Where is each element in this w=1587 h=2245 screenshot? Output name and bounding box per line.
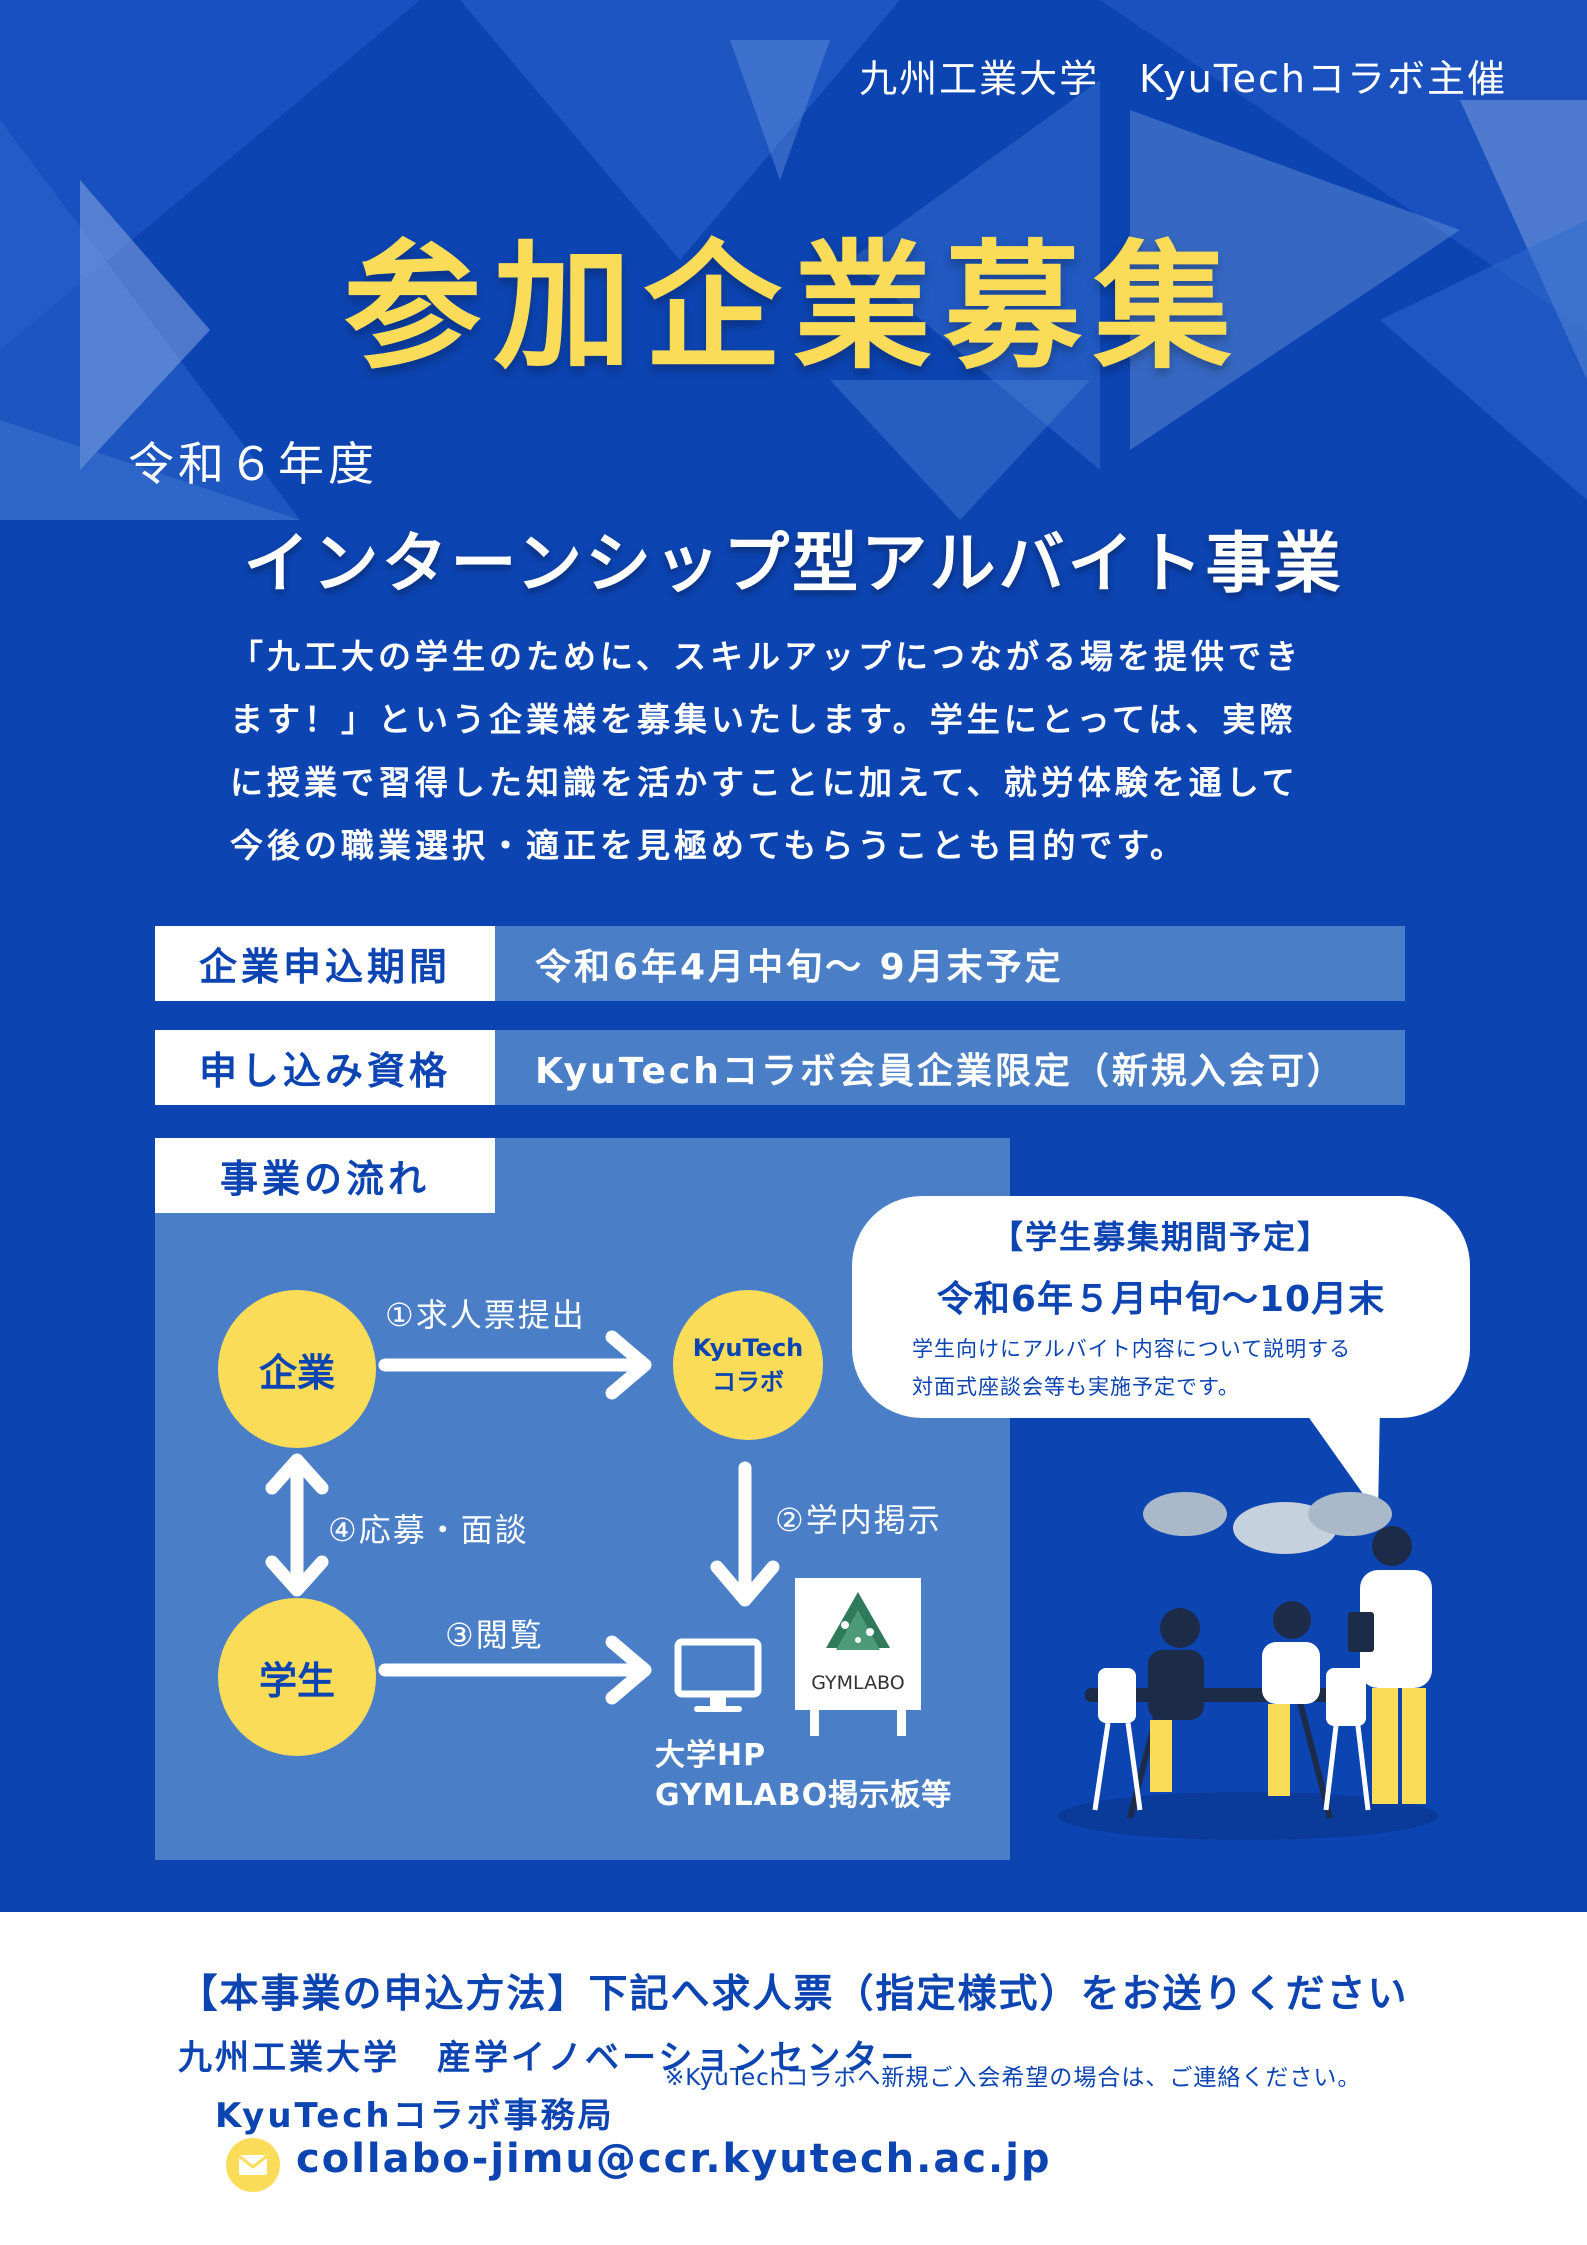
company-node: 企業 <box>218 1290 376 1448</box>
intro-line: ます！」という企業様を募集いたします。学生にとっては、実際 <box>230 700 1297 739</box>
arrow-right-icon <box>378 1635 652 1705</box>
application-method-title: 【本事業の申込方法】下記へ求人票（指定様式）をお送りください <box>178 1972 1409 2017</box>
bubble-tail <box>1300 1405 1380 1515</box>
double-arrow-icon <box>265 1453 329 1597</box>
application-period-value: 令和6年4月中旬〜 9月末予定 <box>495 926 1405 1001</box>
contact-email-link[interactable]: collabo-jimu@ccr.kyutech.ac.jp <box>296 2136 1052 2182</box>
bubble-note: 学生向けにアルバイト内容について説明する 対面式座談会等も実施予定です。 <box>912 1330 1351 1406</box>
bubble-title: 【学生募集期間予定】 <box>990 1218 1331 1256</box>
intro-line: 「九工大の学生のために、スキルアップにつながる場を提供でき <box>230 637 1303 676</box>
step-4-label: ④応募・面談 <box>328 1511 529 1549</box>
kyutech-collabo-node: KyuTech コラボ <box>673 1290 823 1440</box>
footer-section <box>0 1912 1587 2245</box>
project-name: インターンシップ型アルバイト事業 <box>243 525 1344 602</box>
qualification-label: 申し込み資格 <box>155 1030 495 1105</box>
mail-icon <box>226 2138 280 2192</box>
background-geometric-shapes <box>0 0 1587 520</box>
kyutech-node-line: コラボ <box>711 1368 784 1396</box>
fiscal-year: 令和６年度 <box>128 437 378 491</box>
organization-name: 九州工業大学 産学イノベーションセンター <box>178 2038 918 2078</box>
office-name: KyuTechコラボ事務局 <box>215 2096 615 2136</box>
arrow-down-icon <box>710 1461 780 1607</box>
kyutech-node-line: KyuTech <box>692 1334 804 1362</box>
posting-target-line: GYMLABO掲示板等 <box>655 1778 953 1813</box>
intro-text: 「九工大の学生のために、スキルアップにつながる場を提供でき ます！」という企業様… <box>230 625 1380 877</box>
qualification-value: KyuTechコラボ会員企業限定（新規入会可） <box>495 1030 1405 1105</box>
application-period-row: 企業申込期間 令和6年4月中旬〜 9月末予定 <box>155 926 1405 1001</box>
people-meeting-illustration <box>1058 1492 1438 1840</box>
membership-note: ※KyuTechコラボへ新規ご入会希望の場合は、ご連絡ください。 <box>665 2065 1362 2091</box>
organizer-text: 九州工業大学 KyuTechコラボ主催 <box>859 57 1507 101</box>
arrow-right-icon <box>378 1330 652 1400</box>
posting-targets: 大学HP GYMLABO掲示板等 <box>655 1736 952 1816</box>
qualification-row: 申し込み資格 KyuTechコラボ会員企業限定（新規入会可） <box>155 1030 1405 1105</box>
gymlabo-board-icon <box>795 1578 921 1736</box>
main-title: 参加企業募集 <box>343 227 1244 388</box>
student-recruitment-bubble <box>852 1196 1470 1418</box>
bubble-note-line: 学生向けにアルバイト内容について説明する <box>912 1337 1352 1361</box>
step-2-label: ②学内掲示 <box>775 1501 942 1539</box>
step-3-label: ③閲覧 <box>445 1616 544 1654</box>
posting-target-line: 大学HP <box>655 1738 767 1773</box>
student-node: 学生 <box>218 1598 376 1756</box>
bubble-note-line: 対面式座談会等も実施予定です。 <box>912 1375 1240 1399</box>
bubble-period: 令和6年５月中旬〜10月末 <box>936 1279 1386 1320</box>
computer-monitor-icon <box>674 1638 762 1712</box>
business-flow-title: 事業の流れ <box>155 1138 495 1213</box>
intro-line: に授業で習得した知識を活かすことに加えて、就労体験を通して <box>230 763 1299 802</box>
step-1-label: ①求人票提出 <box>385 1296 586 1334</box>
application-period-label: 企業申込期間 <box>155 926 495 1001</box>
gymlabo-logo-text: GYMLABO <box>811 1672 904 1694</box>
intro-line: 今後の職業選択・適正を見極めてもらうことも目的です。 <box>230 826 1188 865</box>
